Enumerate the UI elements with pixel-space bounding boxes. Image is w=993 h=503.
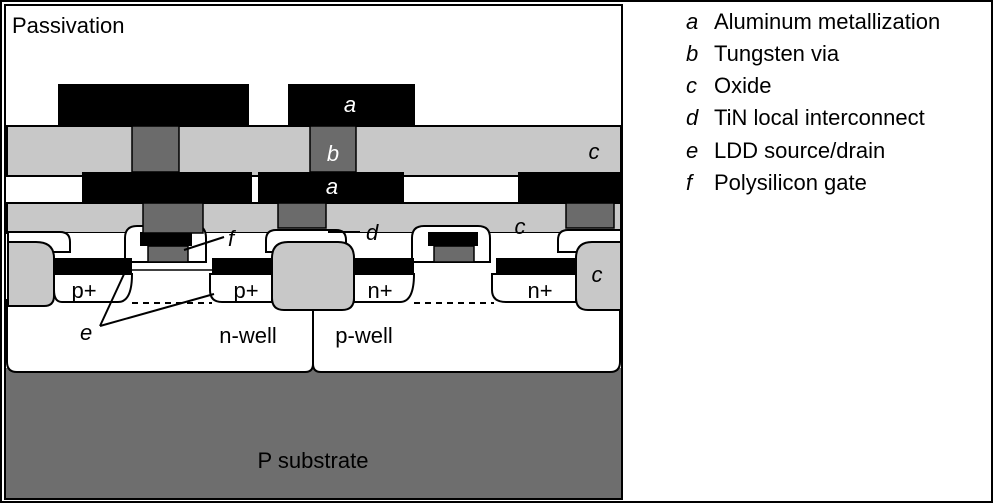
n-plus-left-diffusion (353, 273, 416, 303)
silicide-p-right (212, 258, 272, 274)
gate-left-contact (140, 232, 192, 246)
legend-item: f Polysilicon gate (686, 170, 867, 195)
n-plus-right-label: n+ (527, 278, 552, 303)
field-oxide-left (7, 241, 55, 307)
legend-item: b Tungsten via (686, 41, 840, 66)
callout-f: f (228, 226, 237, 251)
callout-c-lower: c (592, 262, 603, 287)
leader-e-right (99, 293, 215, 327)
leader-f (183, 236, 225, 251)
legend-key: e (686, 138, 698, 163)
metal1-center (258, 172, 404, 203)
p-plus-left-label: p+ (71, 278, 96, 303)
callout-c-mid: c (515, 214, 526, 239)
n-plus-left-label: n+ (367, 278, 392, 303)
legend-key: d (686, 105, 699, 130)
legend-text: TiN local interconnect (714, 105, 925, 130)
tungsten-via-upper-center (309, 125, 357, 173)
legend-text: Aluminum metallization (714, 9, 940, 34)
p-substrate-layer (6, 368, 621, 498)
p-plus-right-diffusion (209, 273, 273, 303)
metal1-right (518, 172, 621, 203)
gate-right-contact (428, 232, 478, 246)
legend-key: c (686, 73, 697, 98)
callout-b: b (327, 141, 339, 166)
legend-key: f (686, 170, 695, 195)
tungsten-via-lower-right (565, 202, 615, 229)
polysilicon-gate-right (433, 245, 475, 263)
field-oxide-right (575, 241, 622, 311)
n-plus-right-diffusion (491, 273, 577, 303)
callout-d: d (366, 220, 379, 245)
tungsten-via-lower-left (142, 202, 204, 234)
legend-item: c Oxide (686, 73, 771, 98)
metal2-center (288, 84, 415, 126)
passivation-label: Passivation (12, 13, 125, 38)
callout-a-top: a (344, 92, 356, 117)
legend-item: e LDD source/drain (686, 138, 885, 163)
silicide-n-right (496, 258, 576, 274)
tungsten-via-upper-left (131, 125, 180, 173)
legend-item: a Aluminum metallization (686, 9, 940, 34)
leader-e-left (99, 271, 126, 327)
tungsten-via-lower-center (277, 202, 327, 229)
p-substrate-label: P substrate (258, 448, 369, 473)
p-plus-right-label: p+ (233, 278, 258, 303)
metal2-left (58, 84, 249, 126)
callout-a-mid: a (326, 174, 338, 199)
legend-text: Tungsten via (714, 41, 840, 66)
legend: a Aluminum metallization b Tungsten via … (686, 9, 940, 195)
legend-text: Polysilicon gate (714, 170, 867, 195)
legend-text: LDD source/drain (714, 138, 885, 163)
polysilicon-gate-left (147, 245, 189, 263)
field-oxide-center (271, 241, 355, 311)
legend-text: Oxide (714, 73, 771, 98)
n-well-label: n-well (219, 323, 276, 348)
callout-e: e (80, 320, 92, 345)
metal1-left (82, 172, 252, 203)
legend-key: a (686, 9, 698, 34)
legend-item: d TiN local interconnect (686, 105, 925, 130)
p-well-label: p-well (335, 323, 392, 348)
callout-c-upper: c (589, 139, 600, 164)
p-well-region (312, 299, 621, 373)
silicide-p-left (54, 258, 132, 274)
silicide-n-left (354, 258, 414, 274)
legend-key: b (686, 41, 698, 66)
